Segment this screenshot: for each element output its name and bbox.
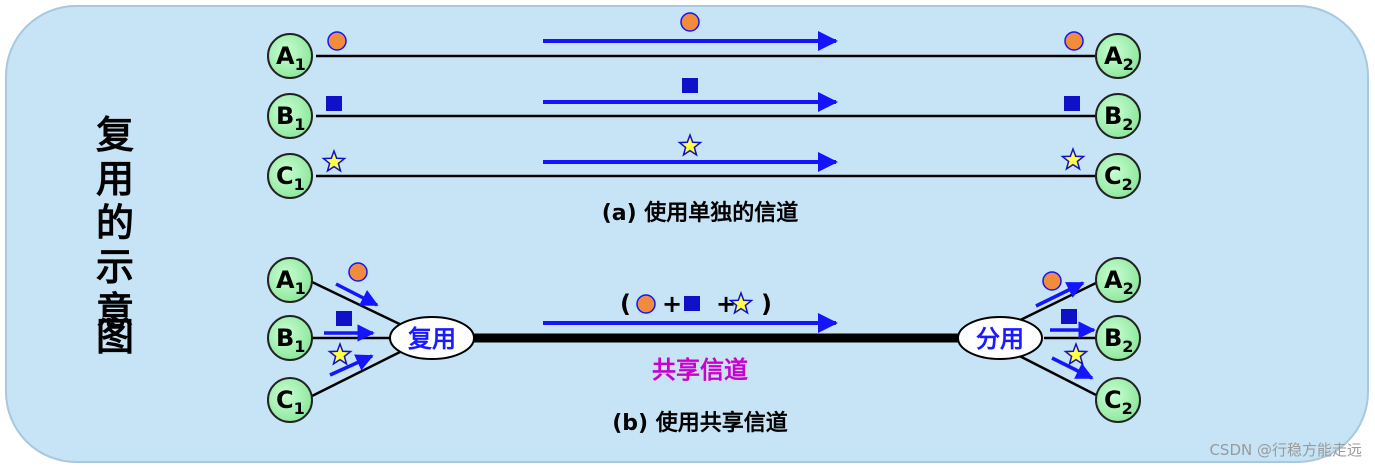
diagram-title: 复 用 的 示 意 图 [96, 113, 134, 359]
svg-text:B1: B1 [276, 324, 305, 356]
node-c1: C1 [267, 153, 313, 199]
svg-text:C2: C2 [1104, 162, 1133, 194]
star-icon [1063, 341, 1089, 366]
square-icon [336, 311, 352, 326]
svg-text:C2: C2 [1104, 386, 1133, 418]
node-b1: B1 [267, 315, 313, 361]
svg-text:A2: A2 [1104, 266, 1134, 298]
node-a2: A2 [1095, 33, 1141, 79]
node-b2: B2 [1095, 93, 1141, 139]
svg-text:+: + [716, 290, 736, 318]
title-char-1: 复 [96, 113, 134, 157]
circle-icon [680, 12, 700, 32]
circle-icon [327, 31, 347, 51]
svg-text:B2: B2 [1104, 102, 1133, 134]
svg-text:A1: A1 [276, 42, 306, 74]
mux-arrow-c [329, 354, 374, 377]
shared-channel-label: 共享信道 [652, 356, 748, 384]
node-a1: A1 [267, 257, 313, 303]
title-char-4: 示 [96, 245, 134, 289]
svg-text:B1: B1 [276, 102, 305, 134]
star-icon [1060, 146, 1086, 171]
watermark: CSDN @行稳方能走远 [1209, 441, 1362, 459]
circle-icon [636, 294, 656, 314]
background-panel [5, 5, 1369, 463]
node-a1: A1 [267, 33, 313, 79]
circle-icon [1064, 31, 1084, 51]
node-c2: C2 [1095, 377, 1141, 423]
star-icon [321, 148, 347, 173]
star-icon [327, 341, 353, 366]
title-char-5: 意 [96, 289, 134, 333]
title-char-6: 图 [96, 315, 134, 359]
demux-label: 分用 [976, 325, 1024, 353]
svg-text:A2: A2 [1104, 42, 1134, 74]
caption-a: (a) 使用单独的信道 [602, 200, 799, 226]
mux-oval: 复用 [389, 316, 475, 360]
combined-formula: ( + + ) [620, 290, 772, 318]
svg-text:C1: C1 [276, 162, 305, 194]
mux-arrow-a [335, 282, 379, 307]
panel-a: A1 B1 C1 A2 B2 C2 (a) 使用单独的信道 [267, 12, 1141, 226]
svg-text:C1: C1 [276, 386, 305, 418]
star-icon [728, 290, 754, 315]
demux-arrow-a [1035, 281, 1085, 308]
title-char-2: 用 [96, 157, 134, 201]
node-c2: C2 [1095, 153, 1141, 199]
square-icon [682, 78, 698, 93]
title-char-3: 的 [96, 201, 134, 245]
svg-text:(: ( [620, 290, 631, 318]
svg-text:+: + [662, 290, 682, 318]
circle-icon [348, 262, 368, 282]
node-a2: A2 [1095, 257, 1141, 303]
fan-in-line-a [311, 280, 413, 332]
circle-icon [1042, 271, 1062, 291]
fan-in-line-c [311, 344, 413, 398]
svg-text:B2: B2 [1104, 324, 1133, 356]
svg-text:A1: A1 [276, 266, 306, 298]
mux-label: 复用 [407, 325, 456, 353]
node-b2: B2 [1095, 315, 1141, 361]
caption-b: (b) 使用共享信道 [612, 410, 788, 436]
star-icon [677, 132, 703, 157]
svg-text:): ) [761, 290, 772, 318]
square-icon [684, 296, 700, 311]
square-icon [326, 96, 342, 111]
square-icon [1064, 96, 1080, 111]
node-b1: B1 [267, 93, 313, 139]
demux-oval: 分用 [957, 316, 1043, 360]
node-c1: C1 [267, 377, 313, 423]
demux-arrow-c [1051, 356, 1094, 380]
panel-b: ( + + ) 复用 分用 共享信道 A1 B1 C1 [267, 257, 1141, 436]
square-icon [1061, 309, 1077, 324]
